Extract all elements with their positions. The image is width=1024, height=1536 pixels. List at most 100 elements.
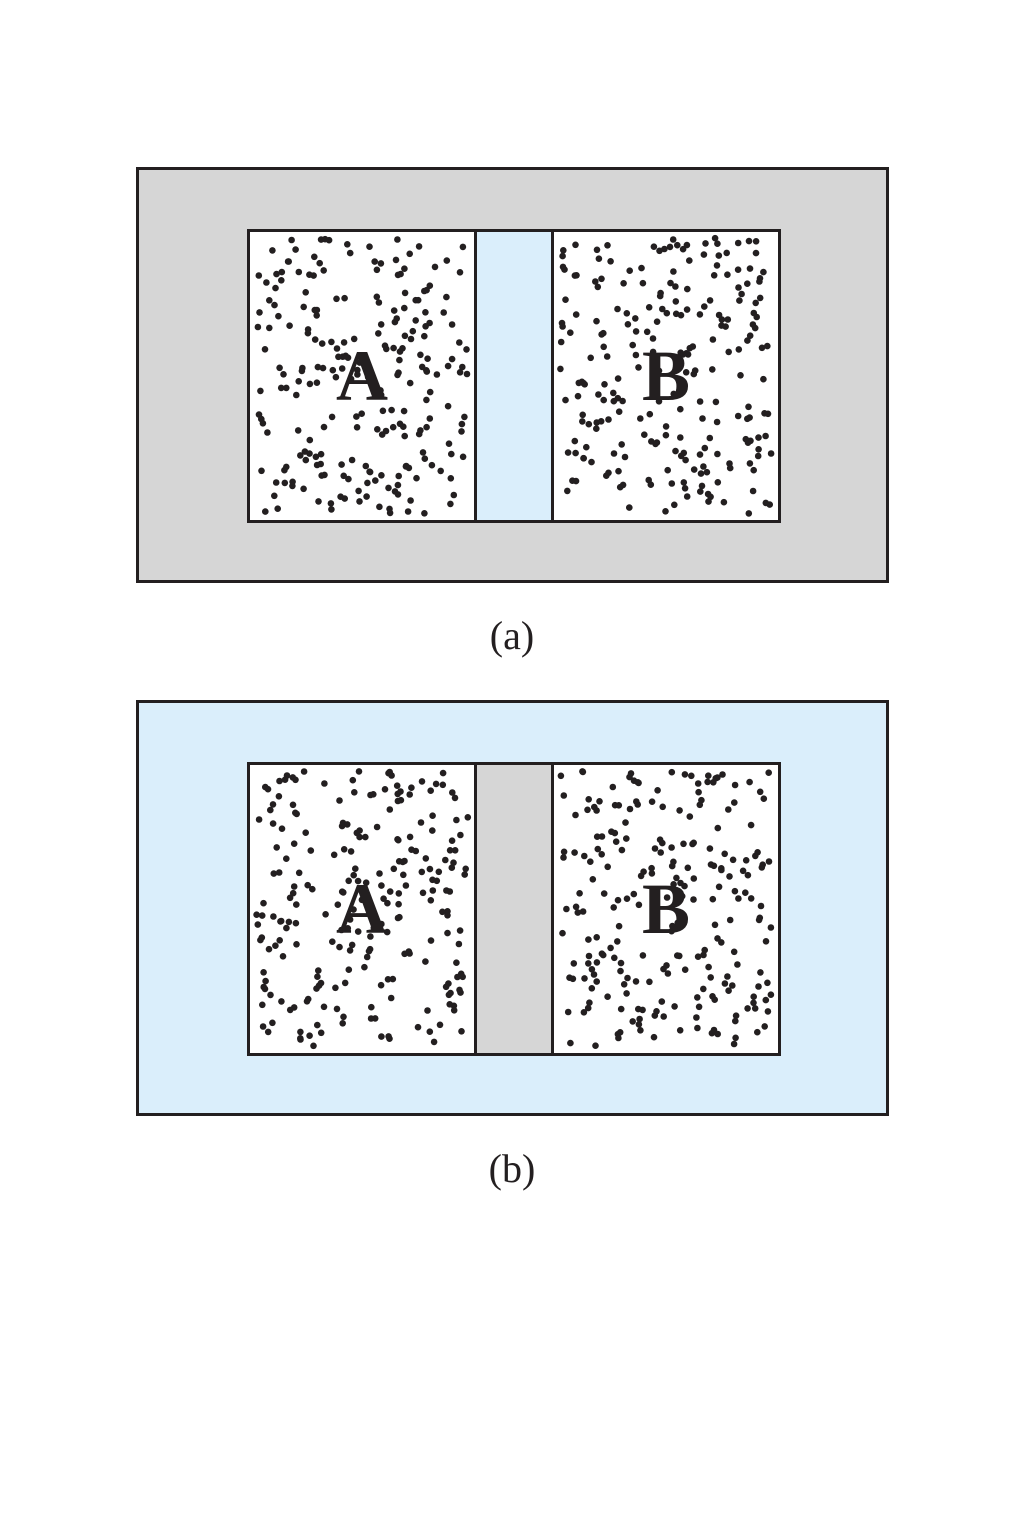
gas-particle bbox=[725, 348, 732, 356]
gas-particle bbox=[333, 345, 341, 352]
gas-particle bbox=[564, 487, 571, 495]
gas-particle bbox=[585, 420, 593, 428]
gas-particle bbox=[703, 468, 711, 476]
gas-particle bbox=[753, 313, 760, 321]
gas-particle bbox=[603, 353, 611, 360]
gas-particle bbox=[680, 840, 687, 848]
gas-particle bbox=[426, 388, 434, 396]
gas-particle bbox=[448, 450, 455, 458]
gas-particle bbox=[354, 877, 362, 885]
gas-particle bbox=[580, 1009, 588, 1016]
gas-particle bbox=[401, 950, 408, 958]
gas-particle bbox=[623, 895, 631, 902]
gas-particle bbox=[749, 487, 757, 495]
gas-particle bbox=[694, 953, 702, 960]
gas-particle bbox=[650, 243, 658, 250]
gas-particle bbox=[269, 1019, 276, 1027]
gas-particle bbox=[681, 485, 689, 492]
gas-particle bbox=[321, 235, 329, 243]
gas-particle bbox=[600, 329, 607, 337]
gas-particle bbox=[401, 432, 408, 440]
gas-particle bbox=[633, 798, 640, 805]
gas-particle bbox=[314, 363, 322, 371]
gas-particle bbox=[353, 424, 361, 431]
gas-particle bbox=[682, 456, 689, 464]
gas-particle bbox=[456, 927, 464, 934]
gas-particle bbox=[593, 246, 601, 254]
gas-particle bbox=[572, 811, 579, 819]
gas-particle bbox=[600, 890, 608, 897]
gas-particle bbox=[426, 415, 434, 422]
gas-particle bbox=[306, 436, 314, 444]
gas-particle bbox=[746, 778, 753, 786]
gas-particle bbox=[295, 869, 303, 877]
gas-particle bbox=[424, 355, 431, 362]
gas-particle bbox=[711, 921, 719, 929]
gas-particle bbox=[765, 858, 773, 865]
gas-particle bbox=[406, 791, 413, 798]
gas-particle bbox=[390, 344, 397, 352]
gas-particle bbox=[679, 351, 687, 358]
gas-particle bbox=[705, 963, 712, 971]
gas-particle bbox=[720, 498, 728, 506]
gas-particle bbox=[383, 345, 390, 353]
gas-particle bbox=[312, 453, 320, 461]
gas-particle bbox=[586, 999, 593, 1006]
gas-particle bbox=[304, 329, 312, 337]
gas-particle bbox=[587, 354, 594, 362]
gas-particle bbox=[407, 335, 415, 343]
gas-particle bbox=[278, 825, 286, 832]
gas-particle bbox=[674, 919, 681, 927]
gas-particle bbox=[461, 413, 468, 421]
gas-particle bbox=[448, 355, 456, 363]
gas-particle bbox=[448, 321, 456, 328]
gas-particle bbox=[746, 460, 754, 467]
gas-particle bbox=[722, 323, 729, 330]
gas-particle bbox=[593, 833, 601, 840]
gas-particle bbox=[406, 833, 414, 841]
gas-particle bbox=[415, 243, 423, 250]
gas-particle bbox=[358, 896, 366, 904]
gas-particle bbox=[317, 1029, 325, 1037]
gas-particle bbox=[463, 370, 471, 378]
gas-particle bbox=[295, 378, 302, 385]
gas-particle bbox=[275, 869, 283, 876]
gas-particle bbox=[620, 981, 628, 988]
gas-particle bbox=[336, 797, 343, 804]
gas-particle bbox=[604, 863, 611, 871]
gas-particle bbox=[300, 485, 307, 493]
gas-particle bbox=[572, 477, 580, 485]
gas-particle bbox=[737, 372, 744, 379]
gas-particle bbox=[611, 829, 619, 837]
gas-particle bbox=[439, 769, 447, 777]
gas-particle bbox=[450, 859, 457, 866]
gas-particle bbox=[408, 784, 415, 791]
gas-particle bbox=[366, 468, 374, 476]
gas-particle bbox=[688, 772, 695, 780]
gas-particle bbox=[395, 472, 402, 480]
gas-particle bbox=[598, 833, 606, 840]
gas-particle bbox=[635, 1021, 643, 1028]
gas-particle bbox=[261, 985, 269, 993]
gas-particle bbox=[401, 265, 408, 272]
gas-particle bbox=[346, 916, 354, 923]
gas-particle bbox=[643, 328, 651, 336]
gas-particle bbox=[457, 831, 464, 839]
gas-particle bbox=[756, 275, 764, 282]
gas-particle bbox=[604, 993, 611, 1000]
gas-particle bbox=[289, 801, 297, 809]
gas-particle bbox=[683, 241, 691, 249]
gas-particle bbox=[607, 944, 614, 952]
gas-particle bbox=[353, 413, 360, 420]
gas-particle bbox=[262, 977, 269, 985]
gas-particle bbox=[744, 871, 752, 879]
gas-particle bbox=[626, 267, 633, 274]
gas-particle bbox=[725, 987, 732, 994]
gas-particle bbox=[374, 426, 381, 433]
gas-particle bbox=[762, 432, 769, 440]
gas-particle bbox=[285, 918, 293, 926]
gas-particle bbox=[280, 371, 287, 378]
gas-particle bbox=[427, 787, 434, 794]
gas-particle bbox=[656, 836, 664, 843]
gas-particle bbox=[432, 780, 440, 788]
